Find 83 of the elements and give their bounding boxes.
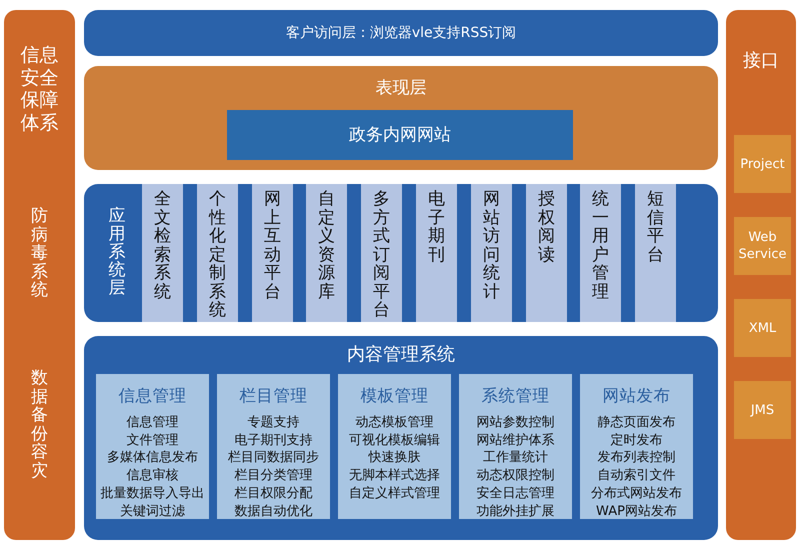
module-column [197,184,238,322]
module-column [306,184,347,322]
card-heading: 系统管理 [482,385,550,406]
side-panel [726,10,796,540]
layer-band [84,336,718,540]
layer-title: 表现层 [376,77,426,99]
module-column [526,184,567,322]
list-item: 专题支持 [248,414,300,432]
list-item: 发布列表控制 [598,449,676,468]
list-item: 无脚本样式选择 [349,467,440,485]
card-heading: 网站发布 [602,385,670,406]
list-item: 工作量统计 [483,449,548,468]
module-label: 统一用户管理 [592,190,610,301]
card-heading: 模板管理 [360,385,428,406]
list-item: 数据自动优化 [234,502,312,520]
list-item: 栏目分类管理 [234,467,312,485]
module-label: 网站访问统计 [482,190,500,301]
list-item: 网站参数控制 [476,414,554,432]
list-item: 批量数据导入导出 [100,484,204,502]
module-label: 多方式订阅平台 [372,190,390,320]
card-heading: 栏目管理 [240,385,308,406]
list-item: 安全日志管理 [476,484,554,502]
layer-band [84,184,718,322]
list-item: 快速换肤 [368,449,420,468]
list-item: 文件管理 [126,432,178,450]
tile-label: Project [740,156,785,172]
layer-band [84,10,718,56]
panel-label: 数据备份容灾 [30,369,49,480]
list-item: 功能外挂扩展 [476,502,554,520]
module-column [416,184,457,322]
layer-title: 应用系统层 [108,207,126,297]
list-item: 自动索引文件 [598,467,676,485]
tile-label: Web Service [737,229,788,263]
module-column [580,184,621,322]
list-item: 定时发布 [610,432,662,450]
function-card [96,374,209,519]
list-item: 自定义样式管理 [349,484,440,502]
module-column [142,184,183,322]
list-item: 动态模板管理 [356,414,434,432]
list-item: 分布式网站发布 [591,484,682,502]
layer-label: 客户访问层：浏览器vle支持RSS订阅 [286,24,516,42]
function-card [217,374,330,519]
website-label: 政务内网网站 [349,124,451,146]
module-column [471,184,512,322]
module-label: 短信平台 [646,190,664,264]
tile-label: XML [748,320,776,336]
list-item: 可视化模板编辑 [349,432,440,450]
function-card [338,374,451,519]
card-heading: 信息管理 [118,385,186,406]
list-item: 栏目权限分配 [234,484,312,502]
side-panel [4,10,75,540]
list-item: 信息审核 [126,467,178,485]
website-box [227,110,573,160]
interface-tile [734,381,791,439]
list-item: 多媒体信息发布 [107,449,198,468]
panel-label: 接口 [743,50,779,72]
function-card [459,374,572,519]
module-column [361,184,402,322]
layer-band [84,66,718,170]
panel-label: 防病毒系统 [30,207,49,300]
list-item: WAP网站发布 [596,502,677,520]
list-item: 关键词过滤 [120,502,185,520]
tile-label: JMS [750,402,774,418]
module-label: 网上互动平台 [264,190,282,301]
module-label: 电子期刊 [428,190,446,264]
module-column [252,184,293,322]
list-item: 静态页面发布 [598,414,676,432]
module-label: 全文检索系统 [154,190,172,301]
interface-tile [734,217,791,275]
list-item: 动态权限控制 [476,467,554,485]
interface-tile [734,299,791,357]
function-card [580,374,693,519]
list-item: 电子期刊支持 [234,432,312,450]
panel-label: 信息安全保障体系 [20,44,60,134]
module-label: 授权阅读 [538,190,556,264]
list-item: 栏目同数据同步 [228,449,319,468]
list-item: 信息管理 [126,414,178,432]
module-label: 个性化定制系统 [208,190,226,320]
module-label: 自定义资源库 [318,190,336,301]
module-column [635,184,676,322]
interface-tile [734,135,791,193]
layer-title: 内容管理系统 [347,344,455,366]
list-item: 网站维护体系 [476,432,554,450]
